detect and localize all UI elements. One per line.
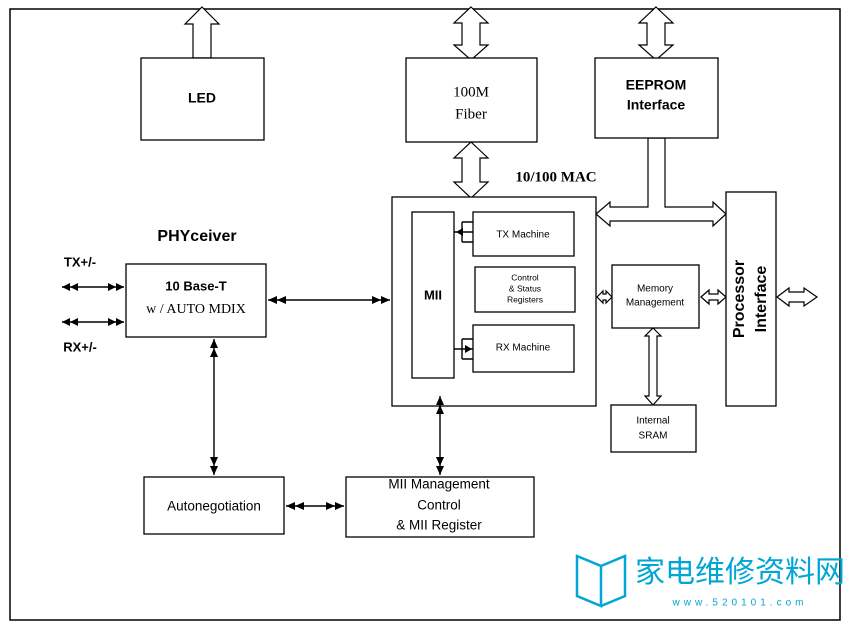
phy-mac-arrowhead-left	[268, 296, 277, 304]
tx-machine-label: TX Machine	[496, 230, 550, 241]
eeprom-label-line1: EEPROM	[626, 77, 687, 93]
mac-miimgmt-arrowhead-bottom	[436, 466, 444, 475]
watermark-url: www.520101.com	[672, 598, 808, 609]
control-label-line3: Registers	[507, 294, 543, 304]
phy-autoneg-arrowhead-top2	[210, 348, 218, 357]
tx-signal-label: TX+/-	[64, 254, 96, 269]
led-label: LED	[188, 90, 216, 106]
phy-label-line2: w / AUTO MDIX	[146, 302, 246, 317]
miimgmt-label-line2: Control	[417, 498, 461, 513]
control-label-line1: Control	[511, 272, 539, 282]
processor-label-line2: Interface	[753, 266, 770, 333]
autoneg-miimgmt-arrowhead-left	[286, 502, 295, 510]
tx-arrowhead-right	[116, 283, 124, 291]
rx-arrowhead-right2	[108, 318, 116, 326]
tx-arrowhead-right2	[108, 283, 116, 291]
tx-arrowhead-left	[62, 283, 70, 291]
eeprom-mac-processor-bus-arrow	[595, 137, 727, 228]
autoneg-miimgmt-arrowhead-right	[335, 502, 344, 510]
memory-processor-bus-arrow	[700, 288, 727, 306]
fiber-block	[405, 57, 538, 143]
autoneg-miimgmt-arrowhead-left2	[295, 502, 304, 510]
processor-label-line1: Processor	[731, 260, 748, 338]
autonegotiation-block	[143, 476, 285, 535]
diagram-frame	[9, 8, 841, 621]
fiber-mac-bus-arrow	[452, 141, 490, 199]
sram-label-line2: SRAM	[639, 431, 668, 442]
fiber-label-line2: Fiber	[455, 106, 487, 122]
rx-arrowhead-left2	[70, 318, 78, 326]
mac-miimgmt-arrowhead-bottom2	[436, 457, 444, 466]
memory-management-block	[611, 264, 700, 329]
watermark: 家电维修资料网 www.520101.com	[575, 554, 845, 609]
led-block	[140, 57, 265, 141]
control-label-line2: & Status	[509, 283, 541, 293]
mac-miimgmt-arrowhead-top	[436, 396, 444, 405]
internal-sram-block	[610, 404, 697, 453]
phy-label-line1: 10 Base-T	[165, 278, 226, 293]
miimgmt-label-line1: MII Management	[388, 477, 490, 492]
phy-autoneg-arrowhead-bottom	[210, 466, 218, 475]
rx-signal-label: RX+/-	[63, 339, 97, 354]
sram-label-line1: Internal	[636, 416, 669, 427]
tx-arrowhead-left2	[70, 283, 78, 291]
rx-arrowhead	[465, 345, 472, 353]
autonegotiation-label: Autonegotiation	[167, 499, 261, 514]
memory-sram-bus-arrow	[643, 327, 663, 406]
processor-interface-block	[725, 191, 777, 407]
eeprom-interface-block	[594, 57, 719, 139]
mac-miimgmt-arrowhead-top2	[436, 405, 444, 414]
phy-autoneg-arrowhead-top	[210, 339, 218, 348]
mii-rx-bracket	[461, 338, 473, 360]
rx-arrowhead-right	[116, 318, 124, 326]
phyceiver-title: PHYceiver	[157, 228, 236, 245]
control-status-block	[474, 266, 576, 313]
mii-label: MII	[424, 287, 442, 302]
watermark-book-icon	[575, 554, 627, 608]
phy-mac-arrowhead-right2	[372, 296, 381, 304]
fiber-label-line1: 100M	[453, 84, 489, 100]
memory-label-line2: Management	[626, 298, 685, 309]
led-bus-arrow	[183, 6, 221, 59]
mii-management-block	[345, 476, 535, 538]
watermark-text: 家电维修资料网	[635, 556, 845, 589]
autoneg-miimgmt-arrowhead-right2	[326, 502, 335, 510]
phy-block	[125, 263, 267, 338]
memory-label-line1: Memory	[637, 284, 673, 295]
rx-arrowhead-left	[62, 318, 70, 326]
miimgmt-label-line3: & MII Register	[396, 518, 482, 533]
processor-external-bus-arrow	[776, 286, 819, 308]
phy-autoneg-arrowhead-bottom2	[210, 457, 218, 466]
mii-block	[411, 211, 455, 379]
tx-arrowhead	[456, 228, 463, 236]
tx-machine-block	[472, 211, 575, 257]
mac-title: 10/100 MAC	[515, 169, 596, 185]
fiber-top-bus-arrow	[452, 6, 490, 61]
phy-mac-arrowhead-right	[381, 296, 390, 304]
eeprom-top-bus-arrow	[637, 6, 675, 61]
mac-memory-bus-arrow	[596, 289, 613, 305]
eeprom-label-line2: Interface	[627, 97, 686, 113]
rx-machine-label: RX Machine	[496, 343, 551, 354]
phy-mac-arrowhead-left2	[277, 296, 286, 304]
